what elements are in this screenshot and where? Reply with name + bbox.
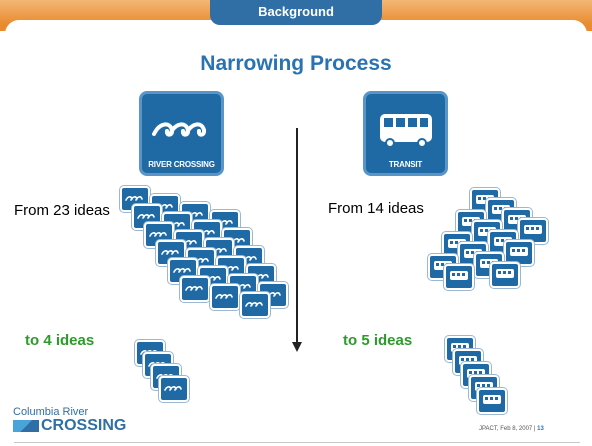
wave-icon — [152, 122, 207, 137]
river-idea-icon — [210, 284, 240, 310]
logo-line2-text: CROSSING — [41, 417, 127, 434]
narrowing-arrow-head — [292, 342, 302, 352]
footer-divider — [14, 442, 580, 443]
logo-line2: CROSSING — [13, 418, 126, 434]
transit-idea-icon — [490, 262, 520, 288]
transit-icon: TRANSIT — [363, 91, 448, 176]
footer-text: JPACT, Feb 8, 2007 | — [479, 426, 538, 432]
page-number: 13 — [537, 426, 544, 432]
narrowing-arrow — [296, 128, 298, 343]
logo-mark-icon — [13, 419, 39, 432]
transit-icon-label: TRANSIT — [388, 160, 423, 169]
section-tab-label: Background — [258, 4, 334, 19]
logo-line1: Columbia River — [13, 406, 89, 418]
river-to-label: to 4 ideas — [23, 332, 97, 349]
columbia-river-crossing-logo: Columbia River CROSSING — [13, 406, 126, 434]
slide-title: Narrowing Process — [200, 52, 392, 75]
transit-idea-icon — [504, 240, 534, 266]
transit-final-idea-icon — [477, 388, 507, 414]
transit-from-label: From 14 ideas — [326, 200, 426, 217]
river-idea-icon — [180, 276, 210, 302]
bus-icon — [380, 114, 432, 148]
transit-to-label: to 5 ideas — [341, 332, 415, 349]
section-tab: Background — [210, 0, 382, 25]
river-crossing-icon: RIVER CROSSING — [139, 91, 224, 176]
transit-idea-icon — [428, 254, 458, 280]
river-idea-icon — [240, 292, 270, 318]
river-final-idea-icon — [159, 376, 189, 402]
footer: JPACT, Feb 8, 2007 | 13 — [479, 426, 544, 432]
river-from-label: From 23 ideas — [12, 202, 112, 219]
transit-idea-icon — [444, 264, 474, 290]
river-crossing-icon-label: RIVER CROSSING — [148, 160, 215, 169]
